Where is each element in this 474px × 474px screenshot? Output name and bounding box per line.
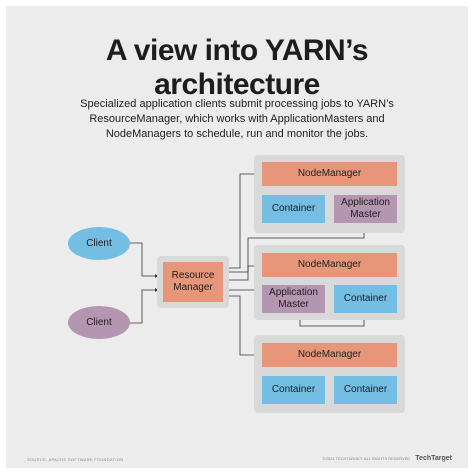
node-1-container[interactable]: Container (262, 195, 325, 223)
node-2-application-master[interactable]: Application Master (262, 285, 325, 313)
node-1-nodemanager-label: NodeManager (297, 168, 362, 179)
copyright-credit: ©2021 TECHTARGET. ALL RIGHTS RESERVED Te… (323, 455, 452, 462)
client-2-label: Client (86, 317, 112, 328)
client-2[interactable]: Client (68, 306, 130, 339)
source-credit: SOURCE: APACHE SOFTWARE FOUNDATION (27, 457, 124, 462)
resource-manager-line1: Resource (171, 270, 215, 281)
node-2-container-label: Container (343, 293, 388, 304)
copyright-text: ©2021 TECHTARGET. ALL RIGHTS RESERVED (322, 456, 411, 461)
diagram-title: A view into YARN’s architecture (0, 34, 474, 102)
node-3-container-left-label: Container (271, 384, 316, 395)
diagram-subtitle: Specialized application clients submit p… (80, 98, 394, 140)
node-3-container-right[interactable]: Container (334, 376, 397, 404)
title-line-1: A view into YARN’s (105, 34, 369, 67)
am-to-node2-container-line (299, 314, 365, 327)
client-1-label: Client (86, 238, 112, 249)
node-1-container-label: Container (271, 203, 316, 214)
client1-to-rm-line (128, 242, 159, 278)
node-2-am-line2: Master (278, 299, 309, 310)
node-2-container[interactable]: Container (334, 285, 397, 313)
title-line-2: architecture (154, 68, 320, 101)
resource-manager-line2: Manager (173, 282, 213, 293)
resource-manager[interactable]: Resource Manager (163, 262, 223, 302)
node-3-nodemanager-label: NodeManager (297, 349, 362, 360)
node-3-container-right-label: Container (343, 384, 388, 395)
node-3-container-left[interactable]: Container (262, 376, 325, 404)
techtarget-logo: TechTarget (415, 455, 452, 462)
rm-to-node1-am-line (224, 226, 365, 274)
node-2-nodemanager[interactable]: NodeManager (262, 253, 397, 277)
node-2-am-line1: Application (269, 287, 318, 298)
rm-to-node3-line (224, 294, 262, 356)
rm-to-node1-line (224, 173, 262, 270)
node-2-nodemanager-label: NodeManager (297, 259, 362, 270)
node-1-am-line2: Master (350, 209, 381, 220)
node-1-nodemanager[interactable]: NodeManager (262, 162, 397, 186)
client-1[interactable]: Client (68, 227, 130, 260)
node-1-application-master[interactable]: Application Master (334, 195, 397, 223)
node-3-nodemanager[interactable]: NodeManager (262, 343, 397, 367)
client2-to-rm-line (128, 288, 159, 324)
node-1-am-line1: Application (341, 197, 390, 208)
